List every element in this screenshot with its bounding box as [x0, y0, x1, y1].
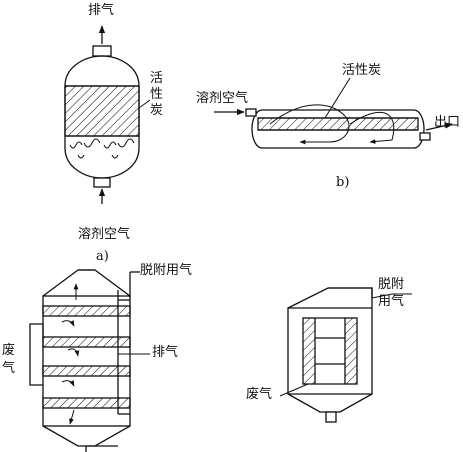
diagram-d-waste-label: 废气 [246, 387, 273, 402]
diagram-c-exhaust-manifold [118, 299, 130, 301]
diagram-d-desorb-label-line-2: 用气 [378, 294, 405, 309]
diagram-c-top-cone [42, 269, 131, 297]
diagram-d-bed-right [344, 317, 358, 385]
diagram-b-flow-path [269, 104, 350, 145]
diagram-a-caption: a) [96, 249, 109, 264]
diagram-c-bed-1 [42, 305, 131, 317]
diagram-c-shell [42, 295, 131, 427]
diagram-c-bed-2 [42, 336, 131, 348]
diagram-d-bed-left [302, 317, 316, 385]
diagram-c-bottom-cone [42, 425, 131, 447]
diagram-d-bottom-cone [287, 393, 373, 413]
diagram-a-carbon-char-2: 性 [150, 87, 164, 102]
diagram-a-shell [64, 55, 140, 179]
diagram-b-carbon-label: 活性炭 [342, 63, 382, 78]
diagram-d-desorb-leader [371, 293, 393, 299]
diagram-c-desorb-label: 脱附用气 [140, 263, 193, 278]
diagram-b-caption: b) [336, 175, 350, 190]
diagram-c-waste-char-2: 气 [2, 361, 16, 376]
diagram-a-carbon-leader [138, 99, 151, 109]
diagram-d-shell [287, 307, 373, 395]
diagram-a-top-nozzle [92, 45, 112, 57]
diagram-b-outlet-label: 出口 [434, 115, 461, 130]
diagram-d-bottom-nozzle [325, 411, 337, 423]
diagram-b-carbon-leader [324, 77, 351, 119]
diagram-a-carbon-bed [64, 85, 140, 137]
diagram-a-exhaust-label: 排气 [88, 3, 115, 18]
diagram-b-inlet-label: 溶剂空气 [196, 91, 249, 106]
diagram-c-waste-gas-manifold [29, 323, 43, 386]
diagram-a-carbon-char-3: 炭 [150, 103, 164, 118]
diagram-c-tower [29, 269, 150, 452]
diagram-b-vessel [214, 77, 453, 149]
diagram-d-vessel [279, 287, 412, 423]
diagram-c-exhaust-label: 排气 [152, 345, 179, 360]
diagram-a-inlet-label: 溶剂空气 [78, 227, 131, 242]
diagram-a-flow-swirls [69, 138, 135, 159]
diagram-c-waste-char-1: 废 [2, 343, 16, 358]
diagram-a-vessel [64, 25, 151, 204]
diagram-b-shell [251, 109, 425, 149]
diagram-c-bed-3 [42, 365, 131, 377]
diagram-a-carbon-char-1: 活 [150, 71, 164, 86]
diagram-c-bed-4 [42, 397, 131, 409]
diagram-d-waste-leader [279, 383, 309, 397]
diagram-a-bottom-nozzle [93, 177, 111, 188]
diagram-d-desorb-label-line-1: 脱附 [378, 277, 405, 292]
diagram-b-outlet-arrow [425, 122, 453, 131]
diagram-b-outlet-nozzle [419, 132, 431, 141]
diagram-b-inlet-nozzle [245, 108, 257, 117]
diagram-b-flow-path-2 [349, 111, 395, 144]
diagram-d-top-cone [287, 287, 373, 309]
